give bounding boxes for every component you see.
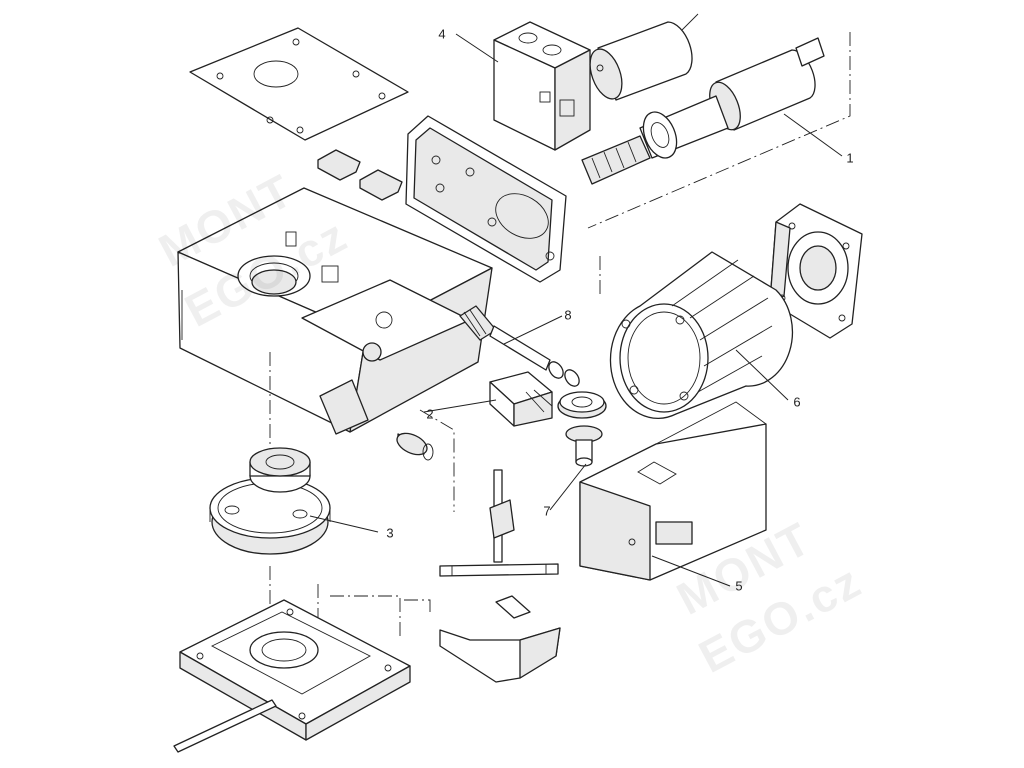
- ring-gear: [209, 447, 331, 555]
- callout-3: 3: [386, 525, 394, 541]
- main-housing: [177, 187, 493, 435]
- coupling-sleeve: [396, 432, 434, 461]
- callout-4: 4: [438, 26, 446, 42]
- callout-8: 8: [564, 307, 572, 323]
- back-cover-plate: [405, 115, 567, 283]
- pinion-shaft: [459, 305, 580, 387]
- callout-6: 6: [793, 394, 801, 410]
- motor-stator-housing: [609, 251, 794, 419]
- limit-switch-bracket: [489, 371, 553, 427]
- motor-rotor-shaft: [581, 37, 825, 185]
- pin-rod: [173, 699, 277, 753]
- callout-7: 7: [543, 503, 551, 519]
- base-plate: [179, 599, 411, 741]
- terminal-block: [493, 21, 591, 151]
- cable-clamps: [317, 149, 403, 201]
- callout-2: 2: [426, 406, 434, 422]
- motor-flange: [769, 203, 863, 339]
- cover-box: [579, 401, 767, 581]
- leader-lines: [309, 33, 843, 587]
- t-shaft: [439, 469, 559, 577]
- capacitor: [589, 13, 699, 101]
- callout-5: 5: [735, 578, 743, 594]
- callout-1: 1: [846, 150, 854, 166]
- worm-gear-assembly: [557, 391, 607, 467]
- gasket-plate: [189, 27, 409, 141]
- release-lever: [439, 595, 561, 683]
